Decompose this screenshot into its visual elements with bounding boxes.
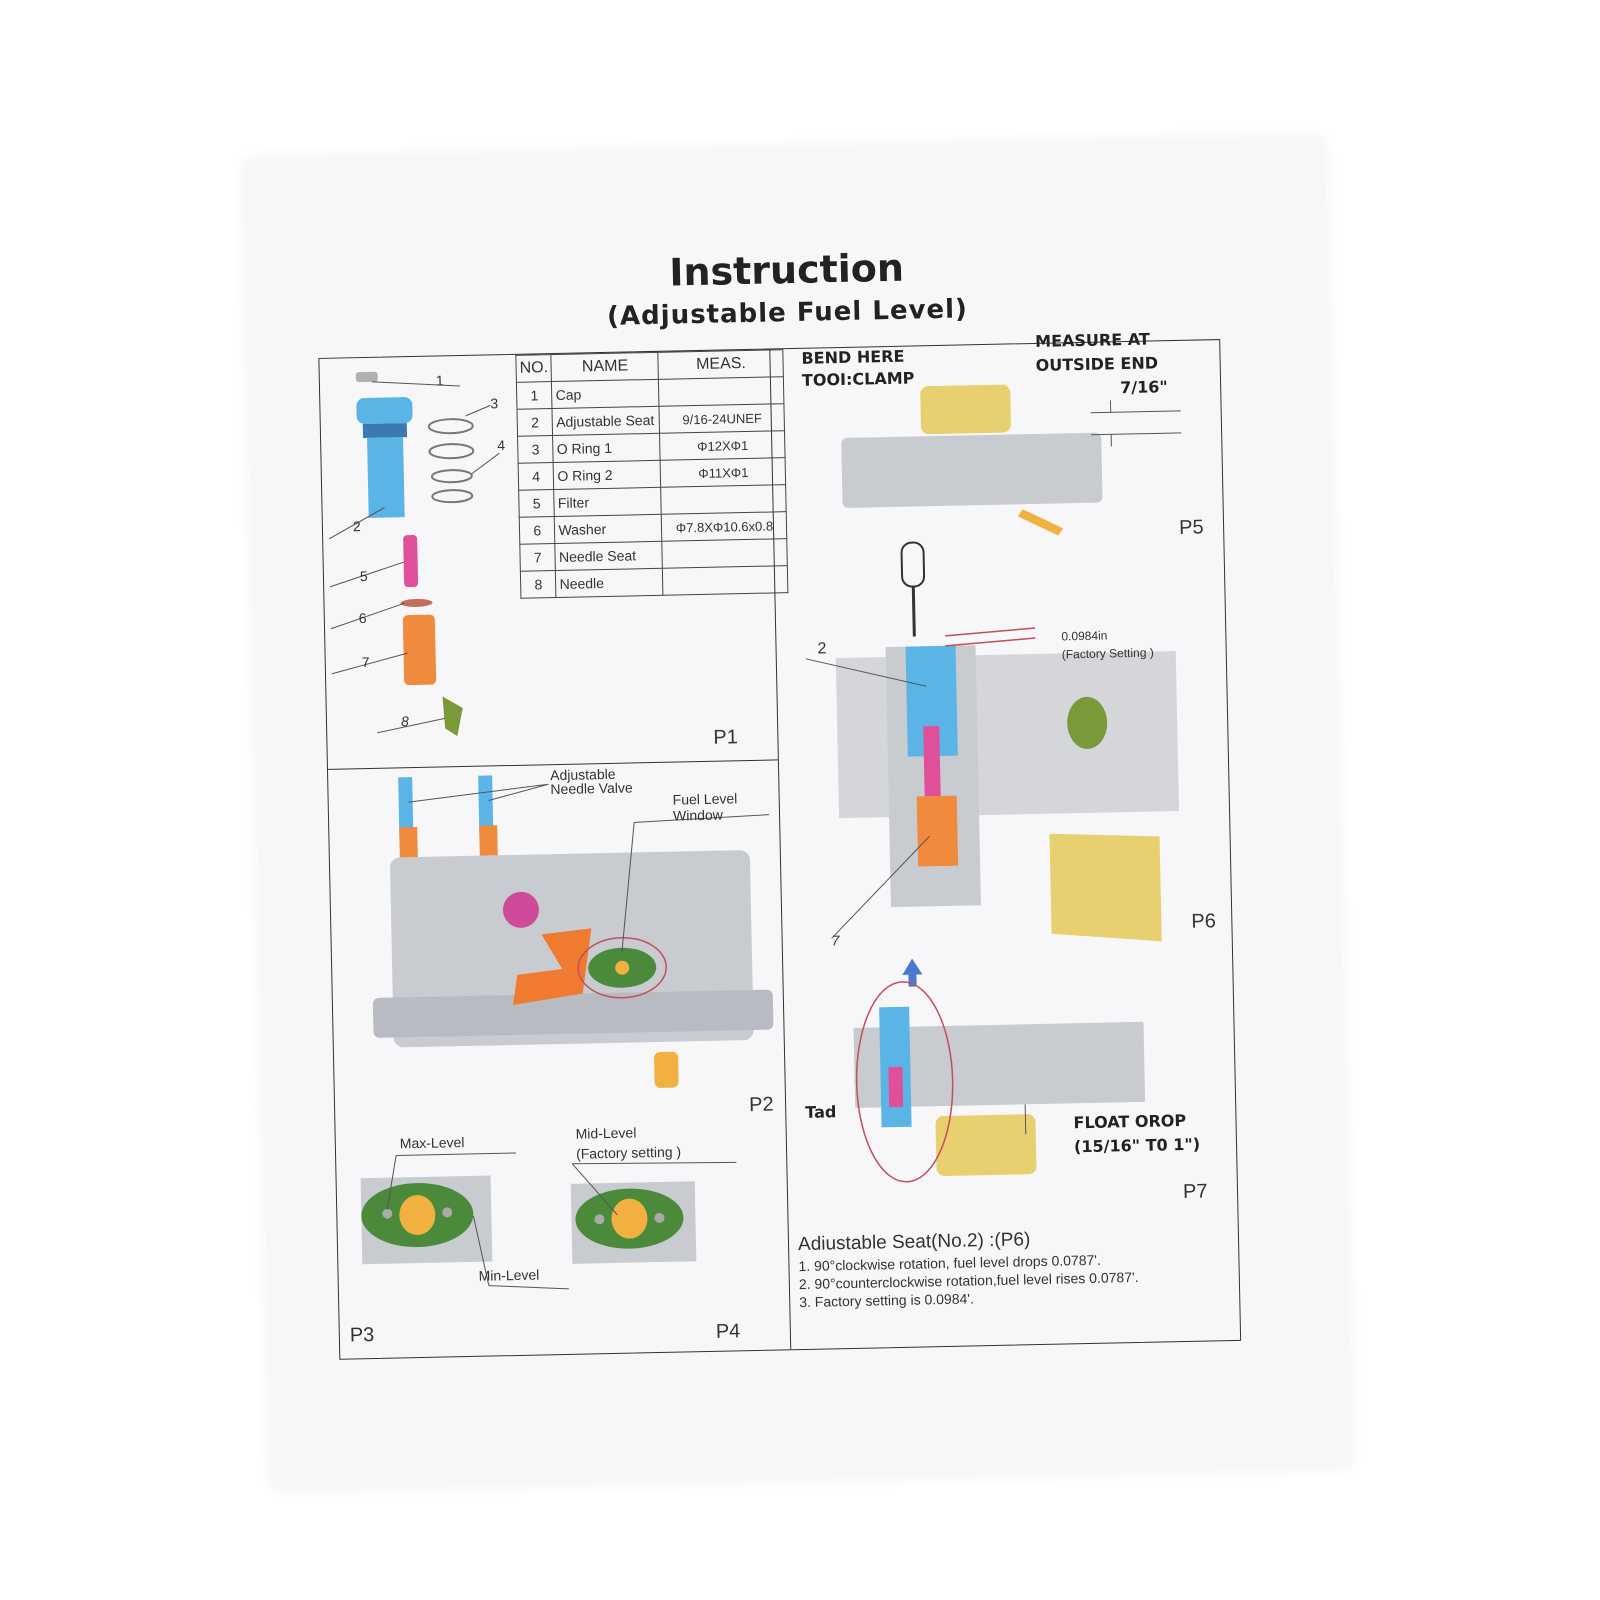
panel-label-p3: P3 [349,1323,375,1347]
panel-label-p6: P6 [1191,910,1217,933]
carburetor-illustration [372,775,774,1088]
callout-4: 4 [497,437,506,454]
col-header-meas: MEAS. [658,349,784,380]
callout-6: 6 [358,609,367,627]
screwdriver-icon [900,541,926,637]
cell-meas: Φ12XΦ1 [659,430,786,461]
adjustable-seat-part [356,397,413,518]
cell-no: 8 [520,570,557,599]
float-drop-illustration [853,981,1146,1183]
float-drop-label: FLOAT OROP [1073,1110,1187,1133]
float-bend-illustration [841,384,1182,536]
panel-label-p1: P1 [713,726,739,749]
tool-clamp-label: TOOI:CLAMP [801,368,915,390]
p6-callout-7: 7 [831,932,840,949]
cell-name: Filter [554,487,662,517]
cell-name: Needle [555,568,664,598]
seat-cross-section [835,627,1180,942]
panel-label-p2: P2 [748,1093,774,1117]
cell-name: O Ring 1 [552,433,661,463]
max-level-window [360,1175,493,1265]
cell-no: 6 [519,516,556,545]
cell-meas [662,565,789,596]
measure-at-label: MEASURE AT [1034,329,1150,351]
cell-no: 2 [516,408,553,437]
col-header-name: NAME [551,352,659,382]
min-level-label: Min-Level [478,1266,540,1284]
cell-meas [661,484,787,515]
dimension-7-16-label: 7/16" [1119,377,1168,398]
callout-8: 8 [400,713,409,730]
o-ring-parts [427,418,475,504]
callout-5: 5 [359,567,368,585]
cell-no: 3 [517,435,554,464]
factory-setting-label: (Factory setting ) [575,1143,682,1162]
cell-name: Washer [554,514,663,544]
cell-no: 5 [518,489,555,518]
adjustment-notes: Adiustable Seat(No.2) :(P6) 1. 90°clockw… [798,1227,1139,1310]
cell-meas: Φ11XΦ1 [660,457,787,488]
needle-seat-part [402,614,437,686]
needle-valve-label: Adjustable Needle Valve [549,765,633,798]
float-drop-range-label: (15/16" T0 1") [1073,1134,1201,1157]
col-header-no: NO. [515,354,552,383]
filter-part [403,534,419,588]
instruction-sheet: Instruction (Adjustable Fuel Level) [244,136,1352,1490]
p6-factory-setting-label: (Factory Setting ) [1061,645,1154,662]
cell-meas: 9/16-24UNEF [659,403,785,434]
callout-3: 3 [490,395,499,412]
cell-name: Needle Seat [555,541,663,571]
parts-illustration [328,371,1182,1290]
cell-name: Cap [551,379,660,409]
cell-meas [658,376,785,407]
up-arrow-icon [902,958,923,987]
fuel-window-label: Fuel Level Window [672,790,738,824]
bend-here-label: BEND HERE [801,346,905,368]
cell-no: 4 [518,462,555,491]
cap-part [355,371,378,383]
outside-end-label: OUTSIDE END [1035,353,1159,375]
dimension-0984-label: 0.0984in [1061,628,1108,644]
washer-part [400,598,433,607]
mid-level-label: Mid-Level [575,1124,637,1142]
p6-callout-2: 2 [817,640,827,658]
cell-name: Adjustable Seat [552,406,660,436]
cell-no: 7 [519,543,556,572]
max-level-label: Max-Level [399,1134,465,1152]
tad-label: Tad [805,1102,837,1122]
callout-2: 2 [352,518,361,535]
panel-label-p4: P4 [715,1320,741,1343]
mid-level-window [570,1181,697,1264]
callout-1: 1 [435,372,444,389]
callout-7: 7 [361,653,370,671]
cell-meas: Φ7.8XΦ10.6x0.8 [661,511,788,542]
cell-name: O Ring 2 [553,460,662,490]
cell-meas [662,538,788,569]
panel-label-p7: P7 [1182,1180,1208,1204]
cell-no: 1 [516,381,553,410]
needle-part [442,696,463,737]
panel-label-p5: P5 [1178,516,1204,539]
